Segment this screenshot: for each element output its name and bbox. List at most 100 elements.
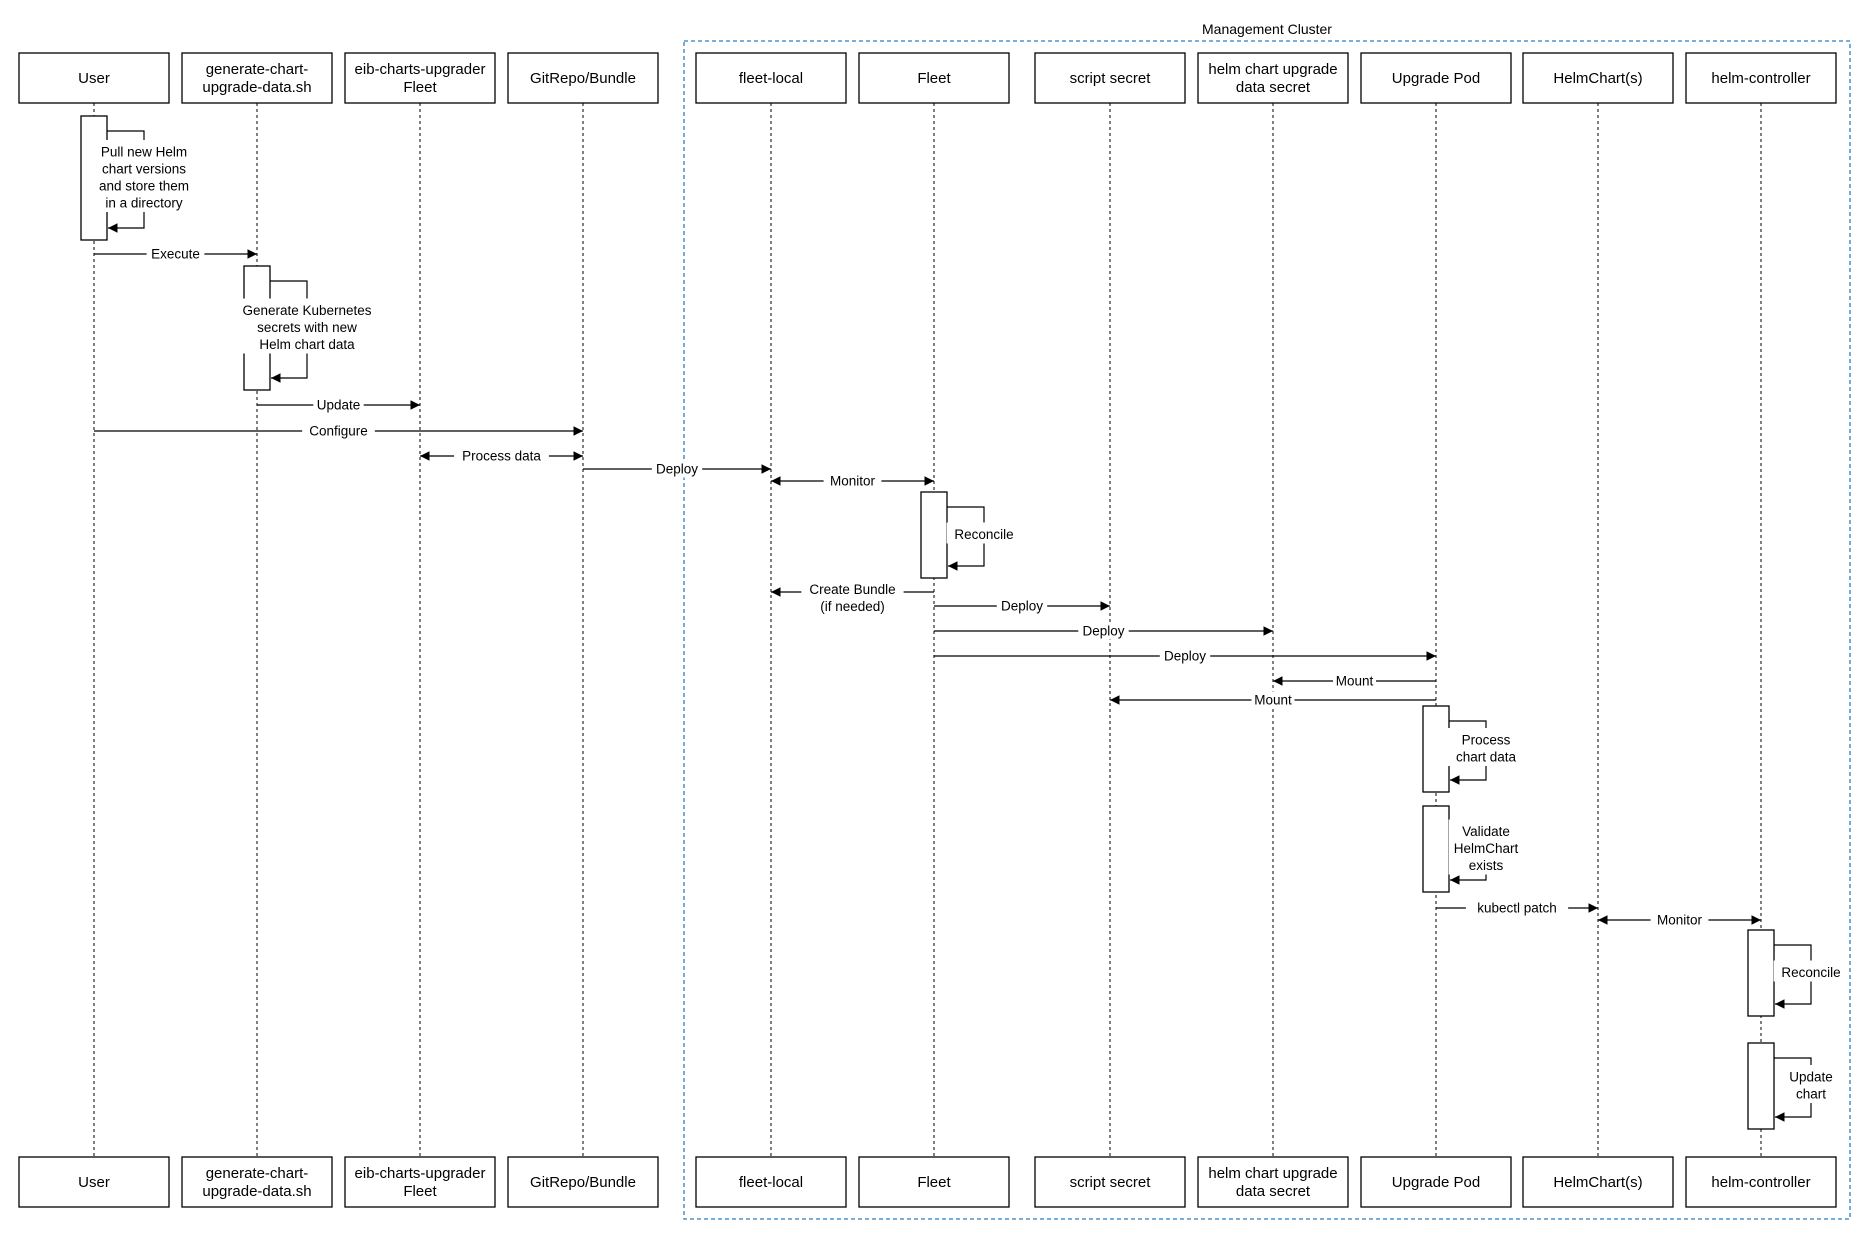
participant-label: User (78, 70, 110, 87)
message-label: Deploy (1082, 624, 1124, 639)
participant-user-top: User (18, 52, 170, 104)
participant-gen-top: generate-chart-upgrade-data.sh (181, 52, 333, 104)
participant-up-top: Upgrade Pod (1360, 52, 1512, 104)
participant-gen-bottom: generate-chart-upgrade-data.sh (181, 1156, 333, 1208)
participant-label: data secret (1236, 1183, 1311, 1200)
activation-label: Reconcile (954, 527, 1013, 542)
activation-label: chart data (1456, 750, 1517, 765)
participant-hc-bottom: HelmChart(s) (1522, 1156, 1674, 1208)
message-fleet-to-hs: Deploy (934, 622, 1273, 640)
message-hc-to-ctl: Monitor (1598, 911, 1761, 929)
participant-ctl-top: helm-controller (1685, 52, 1837, 104)
participant-label: helm-controller (1711, 1174, 1810, 1191)
participant-label: GitRepo/Bundle (530, 1174, 636, 1191)
message-label: Mount (1254, 693, 1292, 708)
activation-gen-1: Generate Kubernetes secrets with newHelm … (232, 265, 382, 391)
message-label: Update (317, 398, 361, 413)
activation-label: Generate Kubernetes (242, 303, 371, 318)
activation-up-3: Process chart data (1422, 705, 1527, 793)
message-gen-to-eib: Update (257, 396, 420, 414)
activation-ctl-6: Update chart (1747, 1042, 1838, 1130)
participant-label: Fleet (917, 70, 951, 87)
participant-label: data secret (1236, 79, 1311, 96)
activation-label: Update (1789, 1070, 1833, 1085)
activation-label: and store them (99, 179, 189, 194)
participant-fleet-bottom: Fleet (858, 1156, 1010, 1208)
participant-git-top: GitRepo/Bundle (507, 52, 659, 104)
message-label: Monitor (1657, 913, 1703, 928)
message-label: Configure (309, 424, 368, 439)
participant-label: Fleet (403, 79, 437, 96)
activation-fleet-2: Reconcile (920, 491, 1022, 579)
message-fleet-to-ss: Deploy (934, 597, 1110, 615)
participant-label: Upgrade Pod (1392, 1174, 1480, 1191)
message-label: Monitor (830, 474, 876, 489)
message-up-to-ss: Mount (1110, 691, 1436, 709)
message-fleet-to-up: Deploy (934, 647, 1436, 665)
message-label: kubectl patch (1477, 901, 1557, 916)
message-user-to-git: Configure (94, 422, 583, 440)
participant-label: generate-chart- (206, 1165, 309, 1182)
participant-label: fleet-local (739, 1174, 803, 1191)
participant-label: helm chart upgrade (1208, 1165, 1337, 1182)
message-git-to-fl: Deploy (583, 460, 771, 478)
participant-user-bottom: User (18, 1156, 170, 1208)
participant-hc-top: HelmChart(s) (1522, 52, 1674, 104)
activation-label: secrets with new (257, 320, 357, 335)
message-up-to-hs: Mount (1273, 672, 1436, 690)
participant-label: Fleet (917, 1174, 951, 1191)
participant-label: GitRepo/Bundle (530, 70, 636, 87)
management-cluster-frame (683, 40, 1851, 1220)
message-eib-to-git: Process data (420, 447, 583, 465)
activation-label: chart (1796, 1087, 1826, 1102)
participant-label: helm-controller (1711, 70, 1810, 87)
participant-label: HelmChart(s) (1553, 1174, 1642, 1191)
activation-label: Validate (1462, 824, 1510, 839)
message-fl-to-fleet: Monitor (771, 472, 934, 490)
message-label: Process data (462, 449, 541, 464)
participant-ctl-bottom: helm-controller (1685, 1156, 1837, 1208)
message-label: Deploy (656, 462, 698, 477)
activation-label: Pull new Helm (101, 145, 187, 160)
participant-label: eib-charts-upgrader (355, 1165, 486, 1182)
participant-label: generate-chart- (206, 61, 309, 78)
participant-label: eib-charts-upgrader (355, 61, 486, 78)
activation-label: Process (1462, 733, 1511, 748)
participant-label: script secret (1070, 1174, 1152, 1191)
participant-label: upgrade-data.sh (202, 79, 311, 96)
participant-label: Fleet (403, 1183, 437, 1200)
message-label: Mount (1336, 674, 1374, 689)
activation-ctl-5: Reconcile (1747, 929, 1849, 1017)
activation-label: HelmChart (1454, 841, 1519, 856)
activation-user-0: Pull new Helm chart versions and store the… (80, 115, 200, 241)
message-user-to-gen: Execute (94, 245, 257, 263)
participant-fleet-top: Fleet (858, 52, 1010, 104)
activation-label: Helm chart data (259, 337, 355, 352)
participant-label: upgrade-data.sh (202, 1183, 311, 1200)
participant-fl-top: fleet-local (695, 52, 847, 104)
participant-git-bottom: GitRepo/Bundle (507, 1156, 659, 1208)
participant-label: script secret (1070, 70, 1152, 87)
message-label: Deploy (1001, 599, 1043, 614)
participant-label: HelmChart(s) (1553, 70, 1642, 87)
participant-label: helm chart upgrade (1208, 61, 1337, 78)
activation-label: chart versions (102, 162, 186, 177)
message-label: Execute (151, 247, 200, 262)
participant-fl-bottom: fleet-local (695, 1156, 847, 1208)
activation-label: exists (1469, 858, 1504, 873)
cluster-title: Management Cluster (1202, 21, 1332, 37)
participant-label: Upgrade Pod (1392, 70, 1480, 87)
participant-ss-bottom: script secret (1034, 1156, 1186, 1208)
message-fleet-to-fl: Create Bundle (if needed) (771, 581, 934, 615)
message-label: Create Bundle (809, 582, 895, 597)
participant-up-bottom: Upgrade Pod (1360, 1156, 1512, 1208)
message-label: (if needed) (820, 599, 885, 614)
message-label: Deploy (1164, 649, 1206, 664)
participant-label: User (78, 1174, 110, 1191)
